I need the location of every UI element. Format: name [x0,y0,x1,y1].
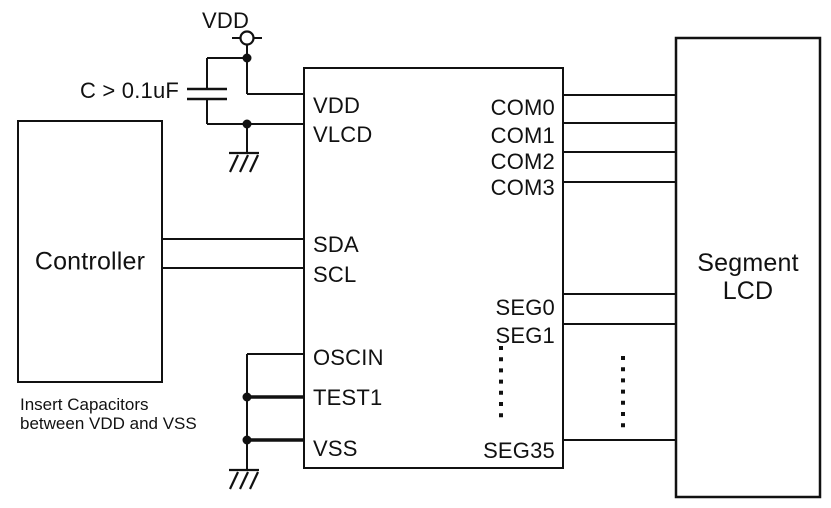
pin-label-com1: COM1 [490,123,555,148]
note-line-2: between VDD and VSS [20,414,197,433]
pin-label-test1: TEST1 [313,385,383,410]
junction-dot-test1 [242,392,252,402]
pin-label-com2: COM2 [490,149,555,174]
pin-label-seg0: SEG0 [495,295,555,320]
segment-lcd-label: Segment LCD [676,249,820,305]
ground-icon-lower [229,468,259,490]
junction-dot-vlcd [242,119,252,129]
pin-label-com3: COM3 [490,175,555,200]
insert-capacitors-note: Insert Capacitors between VDD and VSS [20,395,197,433]
pin-label-oscin: OSCIN [313,345,384,370]
pin-label-vss: VSS [313,436,358,461]
junction-dot-vdd [242,53,252,63]
pin-label-seg35: SEG35 [483,438,555,463]
pin-label-vdd: VDD [313,93,361,118]
junction-dot-vss [242,435,252,445]
vdd-rail-label: VDD [202,8,250,33]
capacitor-value-label: C > 0.1uF [80,78,180,103]
note-line-1: Insert Capacitors [20,395,149,414]
pin-label-vlcd: VLCD [313,122,373,147]
junction-dots [242,53,252,445]
controller-box [17,120,163,383]
controller-label: Controller [34,247,146,276]
segment-lcd-label-line2: LCD [722,277,774,305]
pin-label-seg1: SEG1 [495,323,555,348]
pin-label-com0: COM0 [490,95,555,120]
vdd-terminal-icon [239,30,255,46]
segment-lcd-label-line1: Segment [697,249,799,277]
pin-label-scl: SCL [313,262,357,287]
segment-lcd-box [674,36,822,499]
ground-icon-upper [229,151,259,173]
pin-label-sda: SDA [313,232,359,257]
